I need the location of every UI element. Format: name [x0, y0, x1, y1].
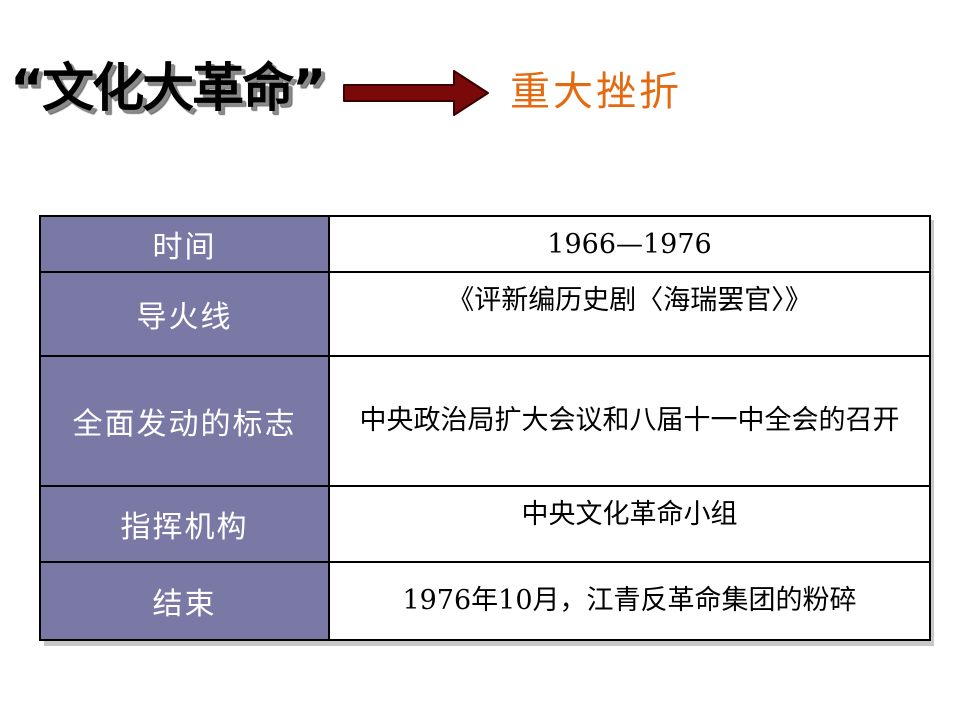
right-arrow-icon [343, 70, 489, 116]
row-value: 中央政治局扩大会议和八届十一中全会的召开 [328, 355, 931, 487]
info-table: 时间 1966—1976 导火线 《评新编历史剧〈海瑞罢官〉》 全面发动的标志 … [39, 215, 931, 641]
table-row-time: 时间 1966—1976 [39, 215, 931, 273]
table-row-launch-sign: 全面发动的标志 中央政治局扩大会议和八届十一中全会的召开 [39, 355, 931, 487]
row-value: 1966—1976 [328, 215, 931, 273]
row-value: 中央文化革命小组 [328, 485, 931, 563]
row-label: 结束 [39, 561, 330, 641]
table-row-command: 指挥机构 中央文化革命小组 [39, 485, 931, 563]
row-label: 全面发动的标志 [39, 355, 330, 487]
row-value: 《评新编历史剧〈海瑞罢官〉》 [328, 271, 931, 357]
table-row-trigger: 导火线 《评新编历史剧〈海瑞罢官〉》 [39, 271, 931, 357]
table-row-end: 结束 1976年10月，江青反革命集团的粉碎 [39, 561, 931, 641]
page-title: “文化大革命” [8, 58, 327, 121]
row-value: 1976年10月，江青反革命集团的粉碎 [328, 561, 931, 641]
subtitle: 重大挫折 [510, 69, 682, 115]
row-label: 导火线 [39, 271, 330, 357]
row-label: 时间 [39, 215, 330, 273]
row-label: 指挥机构 [39, 485, 330, 563]
